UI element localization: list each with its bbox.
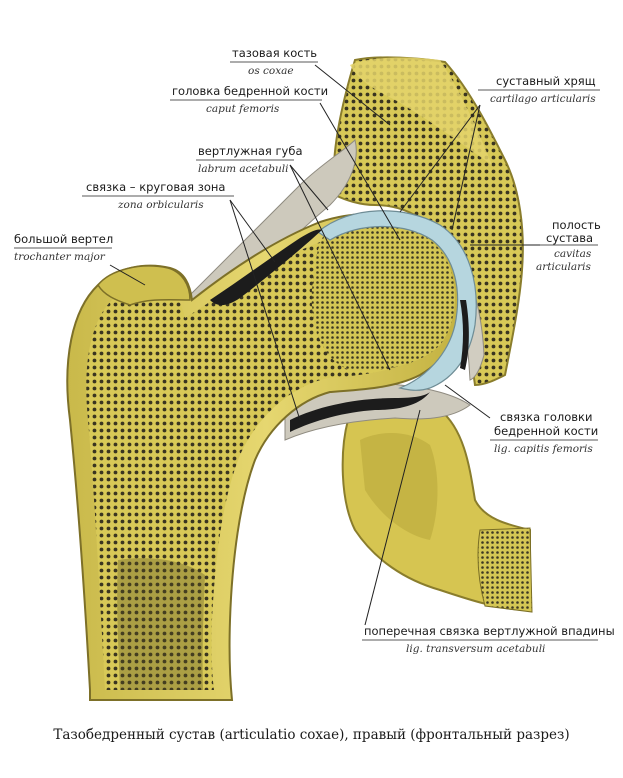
label-labrum-ru: вертлужная губа [198,144,303,158]
label-os-coxae-ru: тазовая кость [232,46,318,60]
label-cavitas-la1: cavitas [554,248,592,260]
label-lig-transversum-ru: поперечная связка вертлужной впадины [364,624,615,638]
leader-zona-1 [229,199,276,263]
label-caput-femoris-la: caput femoris [206,103,280,115]
label-cavitas-ru1: полость [552,218,601,232]
label-zona-la: zona orbicularis [118,199,204,211]
label-zona-ru: связка – круговая зона [86,180,226,194]
label-lig-transversum-la: lig. transversum acetabuli [406,643,546,655]
label-caput-femoris-ru: головка бедренной кости [172,84,329,98]
leader-labrum-1 [289,164,329,211]
leader-cartilago-1 [399,104,481,213]
leader-labrum-2 [289,164,391,371]
leader-zona-2 [229,199,301,421]
leader-lig-capitis [444,384,491,419]
joint-cavity [210,229,469,432]
label-os-coxae-la: os coxae [248,65,294,77]
ischium-fragment [341,400,533,613]
label-trochanter-ru: большой вертел [14,232,114,246]
greater-trochanter [97,265,191,306]
articular-cartilage [317,210,477,391]
figure-caption: Тазобедренный сустав (articulatio coxae)… [53,727,570,743]
leader-transversum [364,409,421,626]
label-lig-capitis-la: lig. capitis femoris [494,443,593,455]
label-labrum-la: labrum acetabuli [198,163,289,175]
label-trochanter-la: trochanter major [14,251,105,263]
label-lig-capitis-ru1: связка головки [500,410,593,424]
leader-trochanter [109,264,146,286]
label-cavitas-la2: articularis [536,261,591,273]
leader-os-coxae [314,64,391,126]
label-underlines [14,61,600,641]
label-lig-capitis-ru2: бедренной кости [494,424,599,438]
label-cartilago-la: cartilago articularis [490,93,596,105]
leader-lines [109,64,540,626]
leader-caput-femoris [319,102,401,241]
leader-cartilago-2 [451,104,481,231]
label-cavitas-ru2: сустава [546,231,594,245]
label-cartilago-ru: суставный хрящ [496,74,596,88]
